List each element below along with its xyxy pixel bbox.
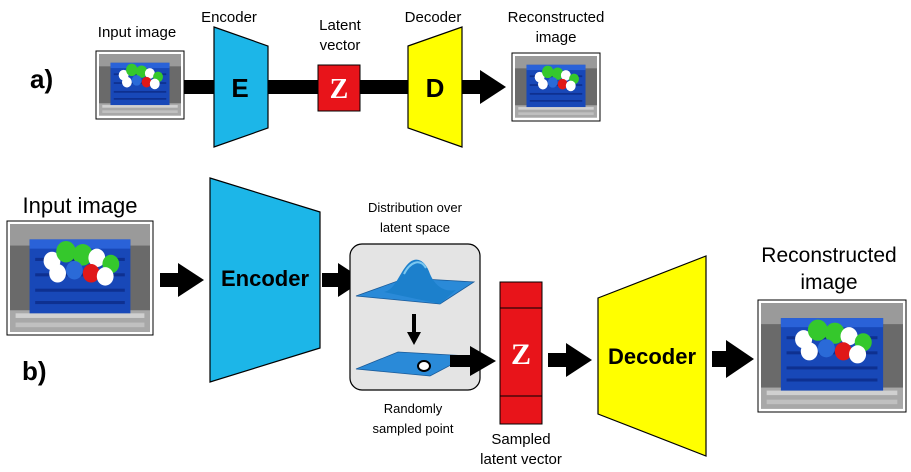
panel-a-latent-letter: Z (330, 74, 349, 105)
panel-a-decoder-shape (407, 26, 463, 148)
panel-a-arrow-to-output (462, 70, 506, 104)
sampled-point-icon (417, 360, 431, 372)
panel-b-latent-letter: Z (511, 338, 531, 371)
panel-b-encoder-text: Encoder (221, 266, 309, 291)
panel-b-latent-vector (499, 281, 543, 425)
distribution-peak (384, 259, 456, 304)
panel-b-arrow-sample-latent (450, 346, 496, 376)
panel-a-input-image (95, 50, 185, 120)
panel-a-output-image (511, 52, 601, 122)
panel-a-encoder-label: Encoder (201, 9, 257, 26)
panel-a-encoder-shape (213, 26, 269, 148)
panel-a-link-latent-decoder (360, 80, 410, 94)
panel-a-output-label-line2: image (536, 29, 577, 46)
panel-b-arrow-input-encoder (160, 263, 204, 297)
panel-a-link-encoder-latent (268, 80, 318, 94)
panel-b-sample-label-line2: sampled point (373, 421, 454, 436)
panel-a-decoder-letter: D (426, 73, 445, 103)
panel-b-output-label-line1: Reconstructed (761, 244, 896, 267)
panel-b-decoder-shape (597, 255, 707, 457)
panel-b-input-image (6, 220, 154, 336)
panel-b-sampled-label-line2: latent vector (480, 451, 562, 468)
panel-a-latent-label-line1: Latent (319, 17, 362, 34)
panel-a-latent-label-line2: vector (320, 37, 361, 54)
panel-b-input-label: Input image (23, 193, 138, 218)
panel-b-output-image (757, 299, 907, 413)
panel-b-decoder-text: Decoder (608, 344, 696, 369)
panel-b-sampled-label-line1: Sampled (491, 431, 550, 448)
down-arrow-icon (407, 314, 421, 345)
panel-b-distribution-label-line2: latent space (380, 220, 450, 235)
panel-b-output-label-line2: image (800, 271, 857, 294)
panel-b-arrow-decoder-output (712, 340, 754, 378)
panel-a-link-input-encoder (184, 80, 218, 94)
panel-b-label: b) (22, 356, 47, 386)
panel-b-distribution-label-line1: Distribution over (368, 200, 463, 215)
panel-b-latent-space-box (349, 243, 481, 391)
panel-a-decoder-label: Decoder (405, 9, 462, 26)
panel-b-arrow-latent-decoder (548, 343, 592, 377)
panel-b-sample-label-line1: Randomly (384, 401, 443, 416)
panel-a-output-label-line1: Reconstructed (508, 9, 605, 26)
panel-a-input-label: Input image (98, 24, 176, 41)
panel-b-encoder-shape (209, 177, 321, 383)
panel-a-encoder-letter: E (231, 73, 248, 103)
panel-a-latent-box (317, 64, 361, 112)
panel-a-label: a) (30, 64, 53, 94)
